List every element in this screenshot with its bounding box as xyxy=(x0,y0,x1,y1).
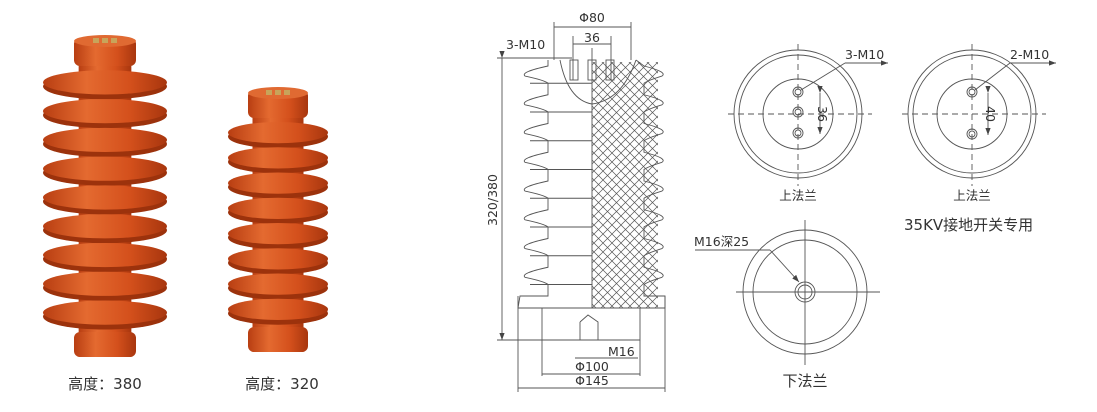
flange2-note: 35KV接地开关专用 xyxy=(904,216,1033,234)
section-left-outline xyxy=(517,60,549,309)
shed xyxy=(43,214,167,239)
top-thread-label: 3-M10 xyxy=(506,37,545,52)
insulator-320-photo xyxy=(228,87,328,352)
flange3-thread: M16深25 xyxy=(694,234,749,249)
shed xyxy=(43,127,167,153)
shed xyxy=(43,70,167,95)
flange1-thread: 3-M10 xyxy=(845,47,884,62)
shed xyxy=(228,298,328,320)
bolt-insert xyxy=(284,90,290,95)
insulator-320-label: 高度：320 xyxy=(245,375,319,393)
shed xyxy=(228,248,328,270)
outer-diameter-dim: Φ145 xyxy=(575,373,609,388)
shed xyxy=(43,271,167,296)
insulator-380-photo xyxy=(43,35,167,357)
flange3-caption: 下法兰 xyxy=(782,372,827,390)
upper-flange-3-hole: 3-M10 36 上法兰 xyxy=(728,44,888,203)
shed xyxy=(43,300,167,325)
shed xyxy=(43,156,167,181)
insulator-base xyxy=(248,327,308,352)
shed xyxy=(228,223,328,245)
bolt-insert xyxy=(266,90,272,95)
bottom-thread-label: M16 xyxy=(608,344,635,359)
bolt-insert xyxy=(275,90,281,95)
height-dim: 320/380 xyxy=(485,174,500,226)
shed xyxy=(228,197,328,219)
flange2-thread: 2-M10 xyxy=(1010,47,1049,62)
shed xyxy=(228,273,328,295)
bolt-insert xyxy=(111,38,117,43)
bolt-insert xyxy=(102,38,108,43)
lower-flange: M16深25 下法兰 xyxy=(694,220,880,390)
upper-flange-2-hole: 2-M10 40 上法兰 35KV接地开关专用 xyxy=(902,44,1056,234)
inner-diameter-dim: Φ100 xyxy=(575,359,609,374)
section-right-outline xyxy=(635,59,666,308)
shed xyxy=(228,172,328,194)
shed xyxy=(228,122,328,144)
insulator-380-label: 高度：380 xyxy=(68,375,142,393)
flange1-caption: 上法兰 xyxy=(779,188,817,203)
shed xyxy=(43,185,167,210)
bolt-insert xyxy=(93,38,99,43)
flange1-spacing: 36 xyxy=(815,106,830,122)
insulator-base xyxy=(74,332,136,357)
shed xyxy=(43,242,167,268)
section-drawing: Φ80 36 3-M10 320/380 M16 Φ100 Φ145 xyxy=(485,10,666,392)
shed xyxy=(43,99,167,124)
flange2-spacing: 40 xyxy=(983,106,998,122)
hole-spacing-dim: 36 xyxy=(584,30,600,45)
top-diameter-dim: Φ80 xyxy=(579,10,605,25)
shed xyxy=(228,147,328,169)
flange2-caption: 上法兰 xyxy=(953,188,991,203)
